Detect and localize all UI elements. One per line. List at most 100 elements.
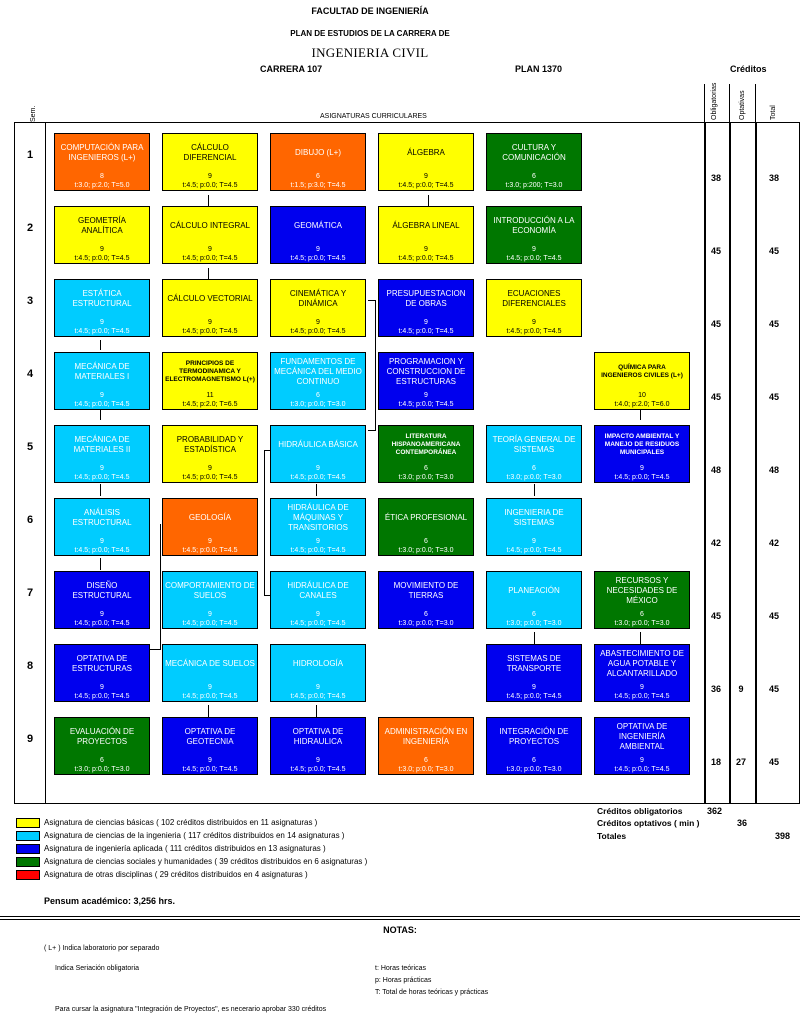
col-total: Total bbox=[770, 105, 777, 120]
course-card[interactable]: ABASTECIMIENTO DE AGUA POTABLE Y ALCANTA… bbox=[594, 644, 690, 702]
course-card[interactable]: FUNDAMENTOS DE MECÁNICA DEL MEDIO CONTIN… bbox=[270, 352, 366, 410]
semester-number: 1 bbox=[26, 149, 34, 161]
course-hours: t:4.5; p:0.0; T=4.5 bbox=[487, 255, 581, 263]
course-credits: 9 bbox=[208, 173, 212, 180]
course-name: CÁLCULO VECTORIAL bbox=[167, 294, 253, 303]
course-card[interactable]: PROGRAMACION Y CONSTRUCCION DE ESTRUCTUR… bbox=[378, 352, 474, 410]
course-card[interactable]: MECÁNICA DE SUELOS 9 t:4.5; p:0.0; T=4.5 bbox=[162, 644, 258, 702]
total-optativos-label: Créditos optativos ( min ) bbox=[597, 818, 700, 828]
course-hours: t:4.5; p:0.0; T=4.5 bbox=[55, 620, 149, 628]
course-hours: t:4.5; p:0.0; T=4.5 bbox=[379, 182, 473, 190]
course-hours: t:3.0; p:0.0; T=3.0 bbox=[487, 766, 581, 774]
legend-text: Asignatura de otras disciplinas ( 29 cré… bbox=[44, 870, 308, 879]
semester-credits-tot: 45 bbox=[768, 319, 779, 329]
course-name: MECÁNICA DE SUELOS bbox=[165, 659, 255, 668]
course-credits: 9 bbox=[208, 684, 212, 691]
connector-line bbox=[368, 300, 376, 301]
course-hours: t:4.5; p:0.0; T=4.5 bbox=[55, 255, 149, 263]
connector-line bbox=[208, 268, 209, 279]
legend-swatch bbox=[16, 844, 40, 854]
course-name: GEOMÁTICA bbox=[293, 221, 342, 230]
course-name: GEOLOGÍA bbox=[188, 513, 232, 522]
course-credits: 9 bbox=[424, 319, 428, 326]
course-hours: t:4.5; p:0.0; T=4.5 bbox=[163, 547, 257, 555]
course-hours: t:4.5; p:0.0; T=4.5 bbox=[55, 547, 149, 555]
semester-number: 6 bbox=[26, 514, 34, 526]
course-name: HIDRÁULICA DE MÁQUINAS Y TRANSITORIOS bbox=[287, 503, 349, 532]
note-seriacion: Indica Seriación obligatoria bbox=[55, 965, 140, 972]
course-hours: t:4.5; p:0.0; T=4.5 bbox=[487, 328, 581, 336]
course-hours: t:3.0; p:2.0; T=5.0 bbox=[55, 182, 149, 190]
course-hours: t:4.5; p:0.0; T=4.5 bbox=[163, 620, 257, 628]
course-hours: t:4.5; p:0.0; T=4.5 bbox=[55, 693, 149, 701]
course-hours: t:4.5; p:0.0; T=4.5 bbox=[271, 474, 365, 482]
semester-number: 4 bbox=[26, 368, 34, 380]
course-credits: 9 bbox=[316, 538, 320, 545]
course-name: QUÍMICA PARA INGENIEROS CIVILES (L+) bbox=[601, 364, 683, 379]
course-credits: 9 bbox=[640, 757, 644, 764]
course-hours: t:4.5; p:0.0; T=4.5 bbox=[487, 693, 581, 701]
note-T: T: Total de horas teóricas y prácticas bbox=[375, 989, 489, 996]
course-credits: 9 bbox=[316, 757, 320, 764]
connector-line bbox=[428, 195, 429, 207]
course-hours: t:3.0; p:0.0; T=3.0 bbox=[487, 620, 581, 628]
course-credits: 9 bbox=[208, 757, 212, 764]
course-card[interactable]: PRINCIPIOS DE TERMODINAMICA Y ELECTROMAG… bbox=[162, 352, 258, 410]
course-credits: 6 bbox=[316, 392, 320, 399]
course-card[interactable]: LITERATURA HISPANOAMERICANA CONTEMPORÁNE… bbox=[378, 425, 474, 483]
course-name: PROGRAMACION Y CONSTRUCCION DE ESTRUCTUR… bbox=[386, 357, 466, 386]
semester-number: 8 bbox=[26, 660, 34, 672]
connector-line bbox=[100, 410, 101, 420]
course-credits: 9 bbox=[100, 246, 104, 253]
total-obligatorios-value: 362 bbox=[707, 806, 723, 816]
course-hours: t:4.5; p:0.0; T=4.5 bbox=[163, 328, 257, 336]
course-card[interactable]: IMPACTO AMBIENTAL Y MANEJO DE RESIDUOS M… bbox=[594, 425, 690, 483]
course-credits: 6 bbox=[424, 465, 428, 472]
course-name: INTEGRACIÓN DE PROYECTOS bbox=[499, 727, 569, 746]
course-hours: t:4.5; p:0.0; T=4.5 bbox=[163, 693, 257, 701]
course-credits: 9 bbox=[532, 246, 536, 253]
connector-line bbox=[264, 450, 270, 451]
